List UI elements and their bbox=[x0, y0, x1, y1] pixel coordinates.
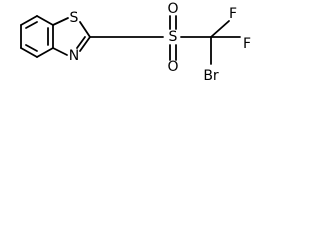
atom-oxygen-top: O bbox=[167, 1, 178, 17]
atom-oxygen-bottom: O bbox=[167, 59, 178, 75]
bond-c5-c6 bbox=[20, 47, 38, 58]
atom-fluorine-1: F bbox=[229, 6, 237, 22]
bond-s1-c2 bbox=[79, 21, 91, 38]
bond-n3-c4 bbox=[52, 47, 68, 56]
atom-fluorine-2: F bbox=[243, 36, 251, 52]
benzene-ring bbox=[20, 15, 54, 58]
bond-c3-s1 bbox=[52, 17, 69, 26]
thiazole-ring bbox=[52, 17, 91, 56]
sulfonyl-group bbox=[89, 15, 212, 61]
double-bond-c1-c2 bbox=[25, 21, 38, 29]
bond-c-f1 bbox=[210, 20, 230, 38]
bond-c2-n3 bbox=[79, 36, 91, 52]
bond-c2-c3 bbox=[36, 15, 54, 26]
atom-bromine: Br bbox=[203, 68, 219, 84]
atom-sulfur-sulfonyl: S bbox=[169, 29, 178, 45]
double-bond-c2-n3 bbox=[76, 36, 86, 49]
bond-c1-c2 bbox=[20, 15, 38, 26]
atom-sulfur-ring: S bbox=[70, 10, 79, 26]
atom-nitrogen-ring: N bbox=[69, 48, 79, 64]
double-bond-c5-c6 bbox=[25, 44, 38, 52]
chemical-structure: S N S O O F F Br bbox=[20, 1, 251, 84]
difluorobromomethyl-group bbox=[210, 20, 241, 65]
bond-c4-c5 bbox=[36, 47, 54, 58]
